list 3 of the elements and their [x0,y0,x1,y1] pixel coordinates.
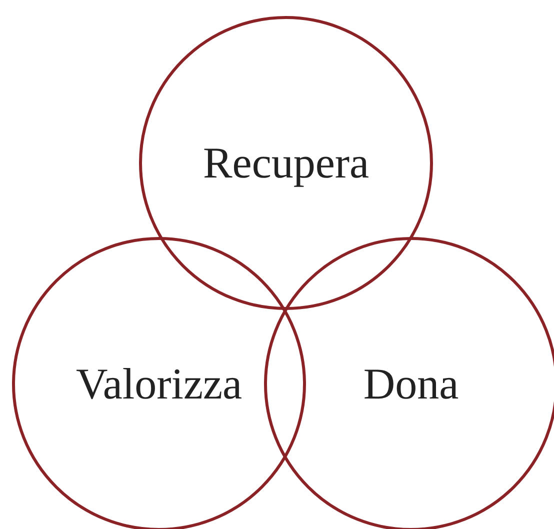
circle-label: Dona [363,358,459,410]
circle-label: Recupera [202,138,370,188]
circle-label: Valorizza [76,358,242,410]
